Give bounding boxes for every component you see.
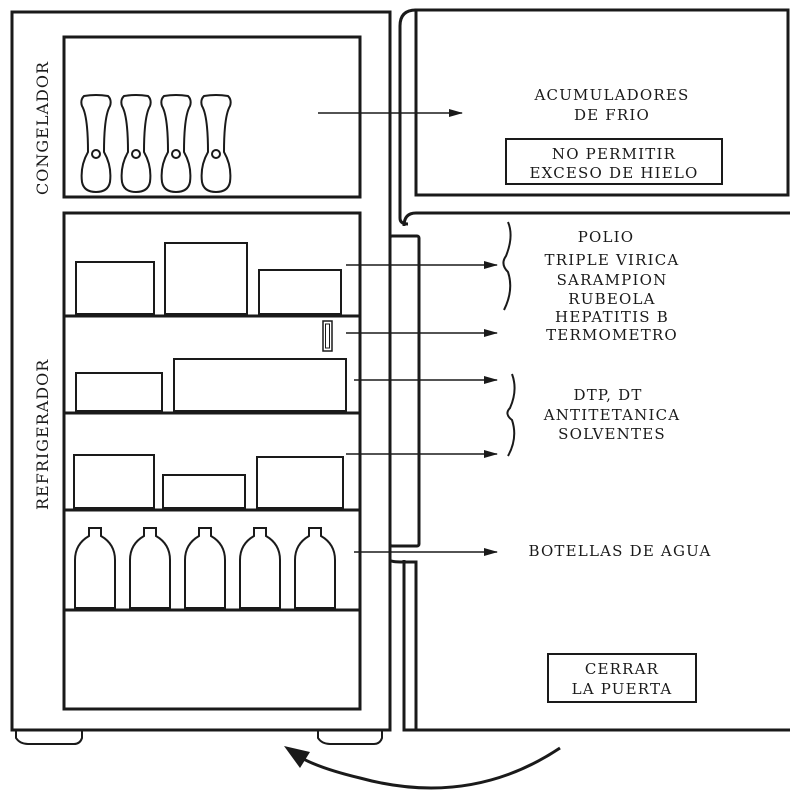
freezer-label: CONGELADOR [33, 61, 52, 195]
refrigerator-compartment [62, 211, 362, 711]
refrigerator-label: REFRIGERADOR [33, 359, 52, 510]
top-shelf-brace [502, 221, 512, 311]
top-shelf-item-2: TRIPLE VIRICA [545, 251, 680, 269]
vaccine-boxes-shelf-3 [73, 454, 344, 509]
top-shelf-item-3: SARAMPION [557, 271, 668, 289]
water-bottle-icon [129, 527, 171, 609]
cold-packs-label-line1: ACUMULADORES [534, 86, 690, 104]
middle-shelves-item-1: DTP, DT [573, 386, 642, 404]
water-bottle-icon [74, 527, 116, 609]
close-door-arrow [284, 746, 561, 790]
no-ice-notice: NO PERMITIR EXCESO DE HIELO [505, 138, 723, 185]
vaccine-boxes-shelf-1 [75, 242, 342, 315]
no-ice-line1: NO PERMITIR [552, 145, 676, 163]
vaccine-boxes-shelf-2 [75, 358, 347, 412]
middle-shelves-item-2: ANTITETANICA [543, 406, 681, 424]
water-bottle-icon [239, 527, 281, 609]
thermometer-icon [322, 320, 333, 352]
freezer-door [414, 8, 790, 197]
cold-pack-icon [160, 94, 192, 194]
top-shelf-item-1: POLIO [578, 228, 635, 246]
refrigerator-door-top [402, 211, 790, 227]
close-door-line2: LA PUERTA [572, 680, 673, 698]
cold-packs-label-line2: DE FRIO [574, 106, 650, 124]
thermometer-label: TERMOMETRO [546, 326, 678, 344]
top-shelf-item-5: HEPATITIS B [555, 308, 669, 326]
close-door-line1: CERRAR [585, 660, 659, 678]
water-bottles [74, 527, 336, 609]
water-bottle-icon [294, 527, 336, 609]
water-bottle-icon [184, 527, 226, 609]
top-shelf-item-4: RUBEOLA [568, 290, 655, 308]
refrigerator-door-seal [388, 234, 421, 548]
close-door-notice: CERRAR LA PUERTA [547, 653, 697, 703]
middle-shelves-item-3: SOLVENTES [558, 425, 666, 443]
cold-pack-icon [80, 94, 112, 194]
no-ice-line2: EXCESO DE HIELO [529, 164, 698, 182]
freezer-compartment [62, 35, 362, 199]
middle-shelves-brace [506, 373, 516, 457]
freezer-door-hinge [398, 8, 417, 226]
cold-packs [80, 94, 232, 194]
door-gap-lower [388, 559, 418, 730]
water-label: BOTELLAS DE AGUA [528, 542, 711, 560]
cold-pack-icon [200, 94, 232, 194]
refrigerator-door-bottom [402, 560, 790, 732]
cold-pack-icon [120, 94, 152, 194]
fridge-cabinet [10, 10, 392, 745]
